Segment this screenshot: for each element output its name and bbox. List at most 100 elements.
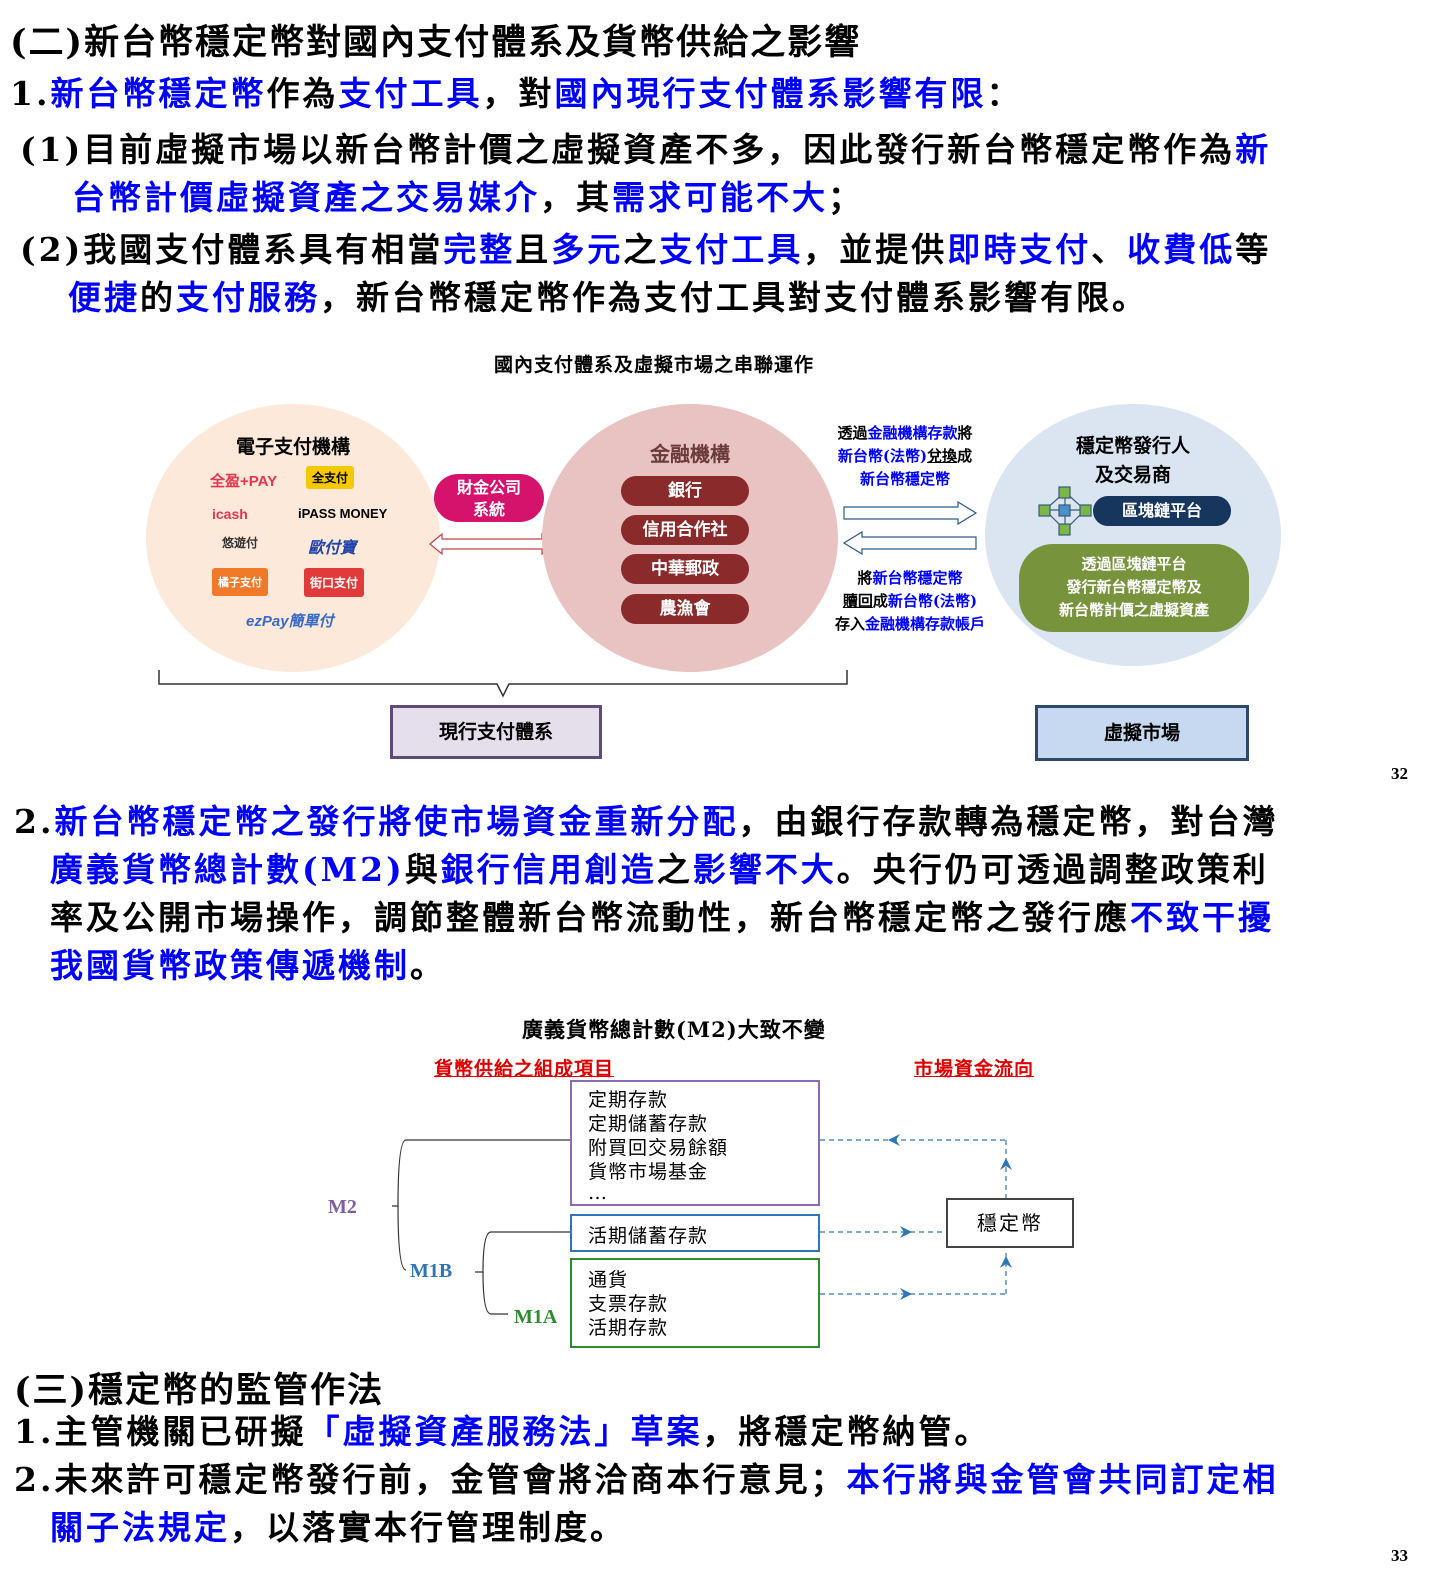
point-2-num: 2.: [14, 802, 55, 841]
sub-2: (2)我國支付體系具有相當完整且多元之支付工具，並提供即時支付、收費低等 便捷的…: [20, 226, 1271, 322]
logo-easywallet: 悠遊付: [222, 536, 259, 550]
arrow-top-l2b: 兌換: [927, 447, 958, 465]
section-heading-3: (三)穩定幣的監管作法: [14, 1370, 385, 1411]
finance-company-system: 財金公司 系統: [434, 474, 544, 522]
point-1-num: 1.: [10, 74, 51, 113]
arrow-left: [842, 530, 977, 556]
m1a-item: 支票存款: [588, 1293, 669, 1315]
arrow-bottom-l3a: 存入: [834, 615, 865, 633]
double-arrow-left: [429, 532, 555, 556]
point-1-e: 國內現行支付體系影響有限: [554, 74, 987, 113]
point-1-f: ：: [986, 74, 1023, 113]
m2-item: …: [588, 1182, 608, 1204]
point-2-f: 之: [656, 850, 693, 889]
s3-p2-a: 未來許可穩定幣發行前，金管會將洽商本行意見；: [54, 1460, 847, 1499]
box-m2-components: 定期存款 定期儲蓄存款 附買回交易餘額 貨幣市場基金 …: [570, 1080, 820, 1206]
m1a-item: 活期存款: [588, 1317, 669, 1339]
sub-2-k: 等: [1235, 230, 1272, 269]
sub-1-b: 新: [1235, 130, 1272, 169]
sub-2-j: 收費低: [1127, 230, 1236, 269]
arrow-bottom-l3b: 金融機構存款帳戶: [865, 615, 986, 633]
sub-1-e: 需求可能不大: [612, 178, 828, 217]
page-number-32: 32: [1391, 764, 1408, 783]
s3-p2-c: 關子法規定: [50, 1508, 230, 1547]
fi-credit-coop: 信用合作社: [621, 515, 749, 545]
e-payment-circle: 電子支付機構 全盈+PAY 全支付 icash iPASS MONEY 悠遊付 …: [146, 404, 440, 672]
arrow-top-l1a: 透過: [837, 424, 868, 442]
logo-gama-pay: 橘子支付: [212, 568, 268, 596]
box-m1a-components: 通貨 支票存款 活期存款: [570, 1258, 820, 1348]
section3-point-1: 1.主管機關已研擬「虛擬資產服務法」草案，將穩定幣納管。: [14, 1408, 990, 1456]
arrow-bottom-l2b: 成: [872, 592, 888, 610]
s3-p1-c: ，將穩定幣納管。: [702, 1412, 991, 1451]
brace: [158, 670, 848, 698]
s3-p1-b: 「虛擬資產服務法」草案: [306, 1412, 703, 1451]
label-m1a: M1A: [514, 1306, 558, 1328]
arrow-top-l1b: 金融機構存款: [867, 424, 958, 442]
fi-post: 中華郵政: [621, 554, 749, 584]
diagram2-title: 廣義貨幣總計數(M2)大致不變: [522, 1017, 826, 1042]
label-current-payment-system: 現行支付體系: [390, 705, 602, 759]
m1a-item: 通貨: [588, 1269, 629, 1291]
sub-2-n: 支付服務: [176, 278, 320, 317]
s3-p2-b: 本行將與金管會共同訂定相: [846, 1460, 1279, 1499]
page-number-33: 33: [1391, 1546, 1408, 1565]
point-2-h: 。央行仍可透過調整政策利: [836, 850, 1269, 889]
logo-opay: 歐付寶: [308, 540, 357, 557]
sub-1-f: ；: [828, 178, 864, 217]
e-payment-title: 電子支付機構: [235, 436, 350, 458]
point-2: 2.新台幣穩定幣之發行將使市場資金重新分配，由銀行存款轉為穩定幣，對台灣 廣義貨…: [14, 798, 1278, 990]
sub-1-d: ，其: [540, 178, 612, 217]
arrow-bottom-l1b: 新台幣穩定幣: [872, 569, 963, 587]
arrow-bottom-text: 將新台幣穩定幣 贖回成新台幣(法幣) 存入金融機構存款帳戶: [812, 567, 1008, 636]
section3-point-2: 2.未來許可穩定幣發行前，金管會將洽商本行意見；本行將與金管會共同訂定相 關子法…: [14, 1456, 1278, 1552]
arrow-bottom-l1a: 將: [857, 569, 873, 587]
point-2-j: 不致干擾: [1130, 898, 1274, 937]
sub-2-i: 、: [1091, 230, 1128, 269]
s3-p1-a: 主管機關已研擬: [54, 1412, 307, 1451]
arrow-top-l3: 新台幣穩定幣: [859, 470, 950, 488]
diagram1-title: 國內支付體系及虛擬市場之串聯運作: [494, 354, 815, 376]
point-1: 1.新台幣穩定幣作為支付工具，對國內現行支付體系影響有限：: [10, 70, 1022, 118]
stablecoin-issuer-circle: 穩定幣發行人 及交易商 區塊鏈平台 透過區塊鏈平台 發行新台幣穩定幣及 新台幣計…: [985, 404, 1281, 666]
point-2-k: 我國貨幣政策傳遞機制: [50, 946, 410, 985]
sub-1-a: 目前虛擬市場以新台幣計價之虛擬資產不多，因此發行新台幣穩定幣作為: [83, 130, 1236, 169]
arrow-right: [843, 500, 978, 526]
issue-via-blockchain-box: 透過區塊鏈平台 發行新台幣穩定幣及 新台幣計價之虛擬資產: [1019, 544, 1249, 632]
arrow-bottom-l2c: 新台幣(法幣): [887, 592, 978, 610]
sub-2-h: 即時支付: [947, 230, 1092, 269]
fi-bank: 銀行: [621, 476, 749, 506]
money-supply-components-header: 貨幣供給之組成項目: [434, 1058, 615, 1080]
market-fund-flow-header: 市場資金流向: [914, 1058, 1035, 1080]
logo-ipass-money: iPASS MONEY: [298, 506, 388, 521]
logo-ezpay: ezPay簡單付: [246, 613, 334, 630]
label-virtual-market: 虛擬市場: [1035, 705, 1249, 761]
sub-2-g: ，並提供: [803, 230, 948, 269]
m2-item: 附買回交易餘額: [588, 1137, 729, 1159]
point-2-e: 銀行信用創造: [440, 850, 657, 889]
point-2-g: 影響不大: [692, 850, 837, 889]
sub-2-l: 便捷: [68, 278, 140, 317]
sub-1-num: (1): [20, 130, 84, 169]
financial-institutions-title: 金融機構: [650, 442, 730, 466]
point-2-b: ，由銀行存款轉為穩定幣，對台灣: [738, 802, 1279, 841]
arrow-top-l2a: 新台幣(法幣): [837, 447, 928, 465]
point-1-a: 新台幣穩定幣: [50, 74, 267, 113]
point-2-i: 率及公開市場操作，調節整體新台幣流動性，新台幣穩定幣之發行應: [50, 898, 1130, 937]
logo-jkopay: 街口支付: [304, 568, 365, 597]
point-1-c: 支付工具: [338, 74, 483, 113]
m2-item: 定期儲蓄存款: [588, 1113, 709, 1135]
sub-2-num: (2): [20, 230, 84, 269]
sub-2-c: 且: [515, 230, 552, 269]
point-1-d: ，對: [482, 74, 555, 113]
section-heading-2: (二)新台幣穩定幣對國內支付體系及貨幣供給之影響: [10, 22, 862, 63]
m2-tree-diagram: [392, 1134, 1012, 1315]
point-2-a: 新台幣穩定幣之發行將使市場資金重新分配: [54, 802, 739, 841]
m2-item: 定期存款: [588, 1089, 669, 1111]
point-1-b: 作為: [266, 74, 339, 113]
s3-p2-num: 2.: [14, 1460, 55, 1499]
sub-1-c: 台幣計價虛擬資產之交易媒介: [72, 178, 540, 217]
stablecoin-issuer-title: 穩定幣發行人 及交易商: [1075, 435, 1190, 486]
blockchain-icon: [1038, 486, 1092, 536]
arrow-bottom-l2a: 贖回: [842, 592, 873, 610]
